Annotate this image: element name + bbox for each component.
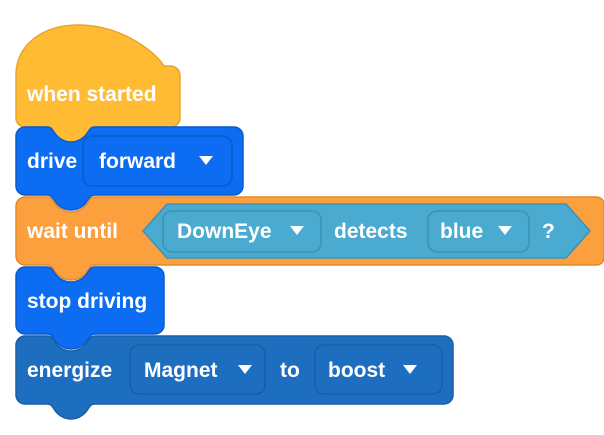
wait-until-label: wait until: [27, 220, 118, 243]
chevron-down-icon[interactable]: [290, 226, 304, 235]
color-field-shape[interactable]: [427, 210, 530, 253]
question-mark-label: ?: [542, 220, 555, 243]
drive-label: drive: [27, 150, 78, 173]
energize-label: energize: [27, 359, 113, 382]
stop-driving-label: stop driving: [27, 290, 148, 313]
device-field-value[interactable]: Magnet: [144, 359, 218, 382]
drive-direction-value[interactable]: forward: [99, 150, 177, 173]
sensor-field-value[interactable]: DownEye: [177, 220, 272, 243]
device-field-shape[interactable]: [129, 344, 266, 395]
drive-direction-field-shape[interactable]: [82, 135, 233, 187]
stop-driving-shape[interactable]: [15, 266, 165, 350]
chevron-down-icon[interactable]: [403, 365, 417, 374]
when-started-label: when started: [27, 83, 157, 106]
detects-label: detects: [334, 220, 408, 243]
chevron-down-icon[interactable]: [498, 226, 512, 235]
to-label: to: [280, 359, 300, 382]
chevron-down-icon[interactable]: [238, 365, 252, 374]
chevron-down-icon[interactable]: [199, 156, 213, 165]
mode-field-value[interactable]: boost: [328, 359, 386, 382]
mode-field-shape[interactable]: [314, 344, 443, 395]
sensor-field-shape[interactable]: [162, 210, 322, 253]
color-field-value[interactable]: blue: [440, 220, 484, 243]
